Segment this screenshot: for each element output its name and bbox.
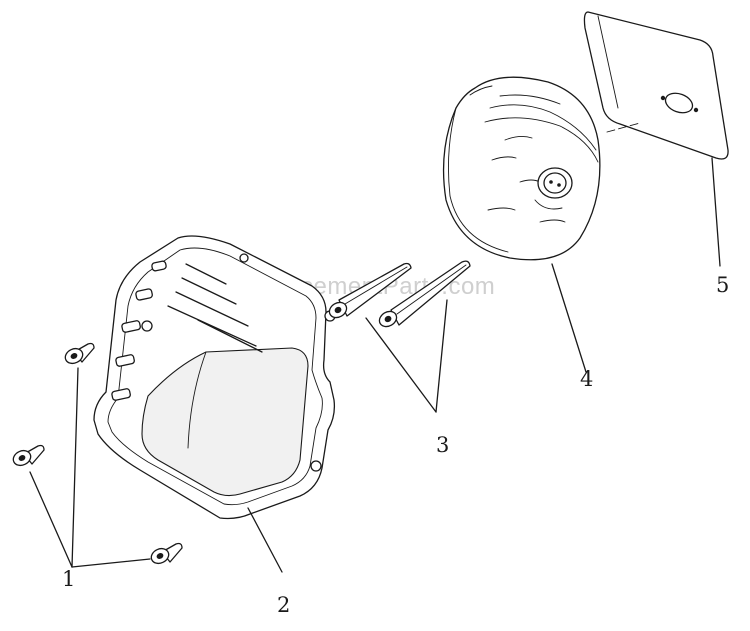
part-label-5: 5 bbox=[716, 273, 729, 297]
muffler-body[interactable] bbox=[442, 76, 601, 261]
flange-bolt-2[interactable] bbox=[11, 444, 45, 469]
flange-bolt-1[interactable] bbox=[63, 342, 95, 367]
flange-bolt-3[interactable] bbox=[149, 542, 183, 567]
muffler-protector[interactable] bbox=[93, 235, 336, 520]
muffler-bolt-long-2[interactable] bbox=[377, 260, 471, 329]
part-label-2: 2 bbox=[277, 593, 290, 617]
gasket-plate[interactable] bbox=[583, 11, 729, 160]
part-label-1: 1 bbox=[62, 567, 75, 591]
part-label-4: 4 bbox=[580, 367, 593, 391]
leader-lines bbox=[29, 157, 721, 573]
part-label-3: 3 bbox=[436, 433, 449, 457]
muffler-bolt-long-1[interactable] bbox=[327, 262, 412, 321]
